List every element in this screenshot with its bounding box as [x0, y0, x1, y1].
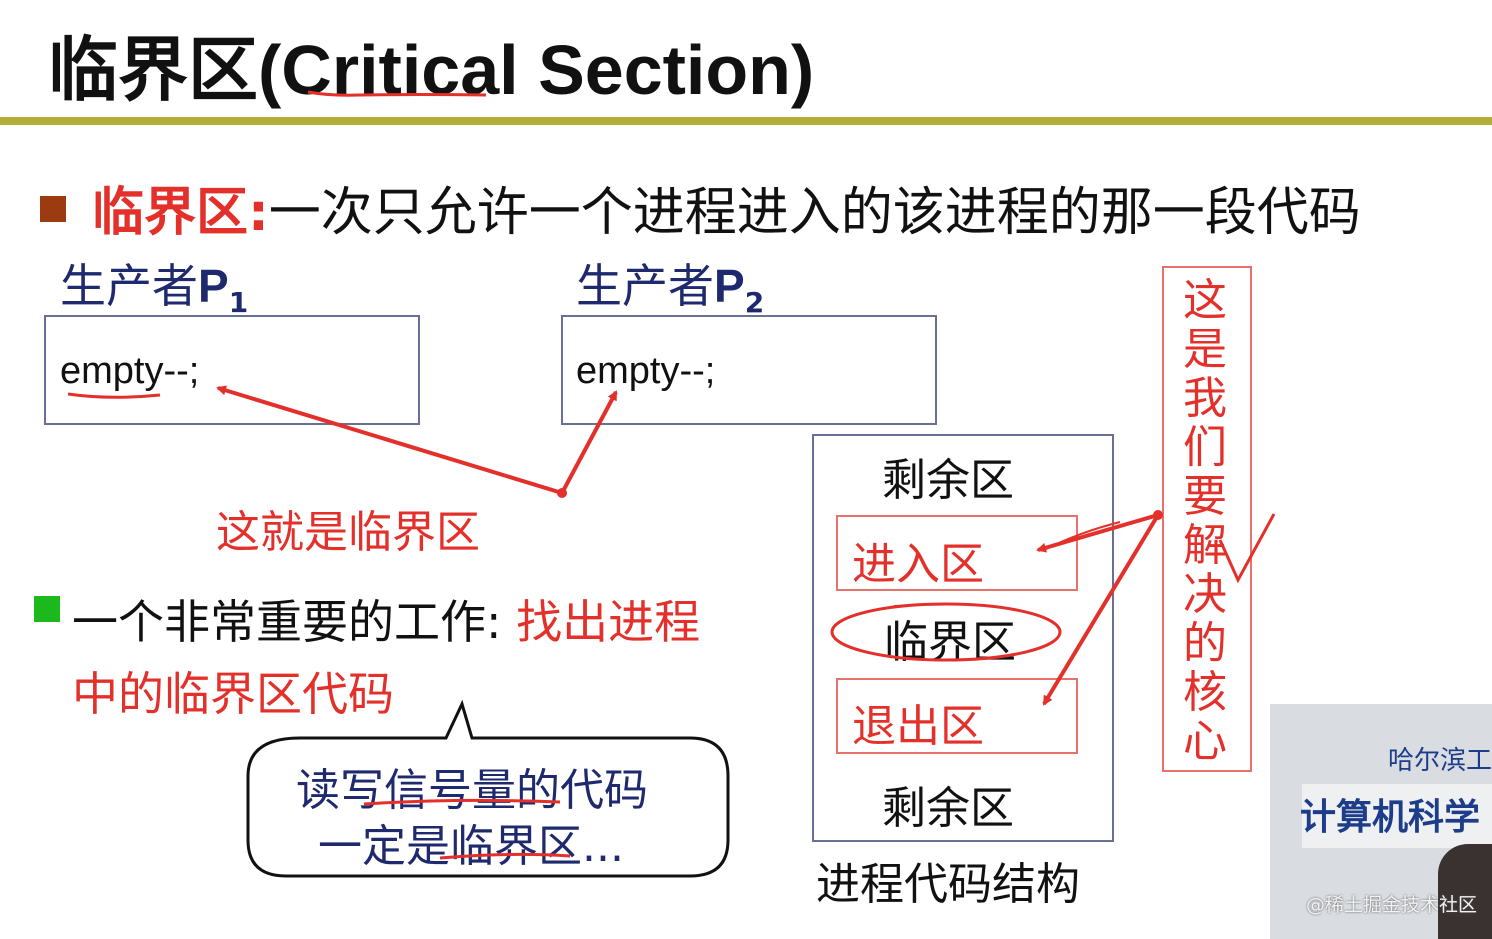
core-note-box	[1162, 266, 1252, 772]
exit-section-box	[836, 678, 1078, 754]
video-sign-line2: 计算机科学	[1300, 797, 1481, 838]
definition-text: 一次只允许一个进程进入的该进程的那一段代码	[268, 183, 1361, 243]
remainder-section-bottom: 剩余区	[882, 783, 1014, 834]
video-sign-line1: 哈尔滨工	[1388, 746, 1492, 776]
producer-p2-code: empty--;	[576, 350, 716, 392]
arrow-to-p1-code	[216, 385, 563, 495]
speech-bubble-line2: 一定是临界区...	[318, 821, 624, 872]
presenter-silhouette	[1438, 844, 1492, 939]
important-task-text: 一个非常重要的工作:	[72, 595, 502, 649]
critical-section-circle	[830, 602, 1062, 662]
remainder-section-top: 剩余区	[882, 455, 1014, 506]
arrow-to-exit	[1042, 513, 1160, 706]
bullet-square-icon	[40, 196, 66, 222]
definition-term: 临界区:	[92, 183, 269, 243]
watermark: @稀土掘金技术社区	[1306, 894, 1478, 916]
title-divider	[0, 117, 1492, 125]
producer-p1-code-box	[44, 315, 420, 425]
process-structure-caption: 进程代码结构	[816, 859, 1080, 910]
code-underline-mark	[67, 392, 161, 399]
bubble-underline-2	[439, 852, 571, 860]
exit-section-label: 退出区	[852, 701, 984, 752]
bubble-underline-1	[363, 798, 561, 806]
producer-p1-subscript: 1	[228, 286, 249, 320]
entry-section-box	[836, 515, 1078, 591]
producer-p2-label: 生产者P2	[576, 250, 764, 319]
important-task-highlight: 找出进程	[516, 595, 701, 649]
producer-p1-label: 生产者P1	[60, 250, 248, 319]
core-note-text: 这是我们要解决的核心	[1183, 275, 1227, 767]
entry-section-label: 进入区	[852, 539, 984, 590]
important-task-highlight-cont: 中的临界区代码	[72, 667, 394, 721]
video-sign-board	[1302, 784, 1492, 848]
arrow-to-entry-stroke2	[1043, 521, 1121, 551]
critical-section-callout: 这就是临界区	[216, 507, 480, 558]
producer-p2-subscript: 2	[744, 286, 765, 320]
producer-p2-word: 生产者	[576, 259, 714, 313]
check-mark	[1218, 513, 1276, 584]
producer-p1-name: P	[198, 260, 229, 312]
bullet-square-green-icon	[34, 596, 60, 622]
process-structure-box	[812, 434, 1114, 842]
producer-p2-name: P	[714, 260, 745, 312]
arrow-origin-dot	[1153, 510, 1163, 520]
producer-p1-word: 生产者	[60, 259, 198, 313]
speech-bubble-line1: 读写信号量的代码	[296, 765, 648, 816]
producer-p1-code: empty--;	[60, 350, 200, 392]
title-underline-mark	[307, 90, 487, 97]
critical-section-overline	[893, 603, 945, 607]
arrow-junction-dot	[557, 488, 567, 498]
producer-p2-code-box	[561, 315, 937, 425]
video-overlay: 哈尔滨工 计算机科学	[1270, 704, 1492, 939]
definition-line: 临界区:一次只允许一个进程进入的该进程的那一段代码	[92, 170, 1361, 245]
arrow-to-p2-code	[560, 390, 618, 494]
speech-bubble-outline	[246, 699, 730, 878]
important-task-line: 一个非常重要的工作: 找出进程	[72, 586, 700, 652]
